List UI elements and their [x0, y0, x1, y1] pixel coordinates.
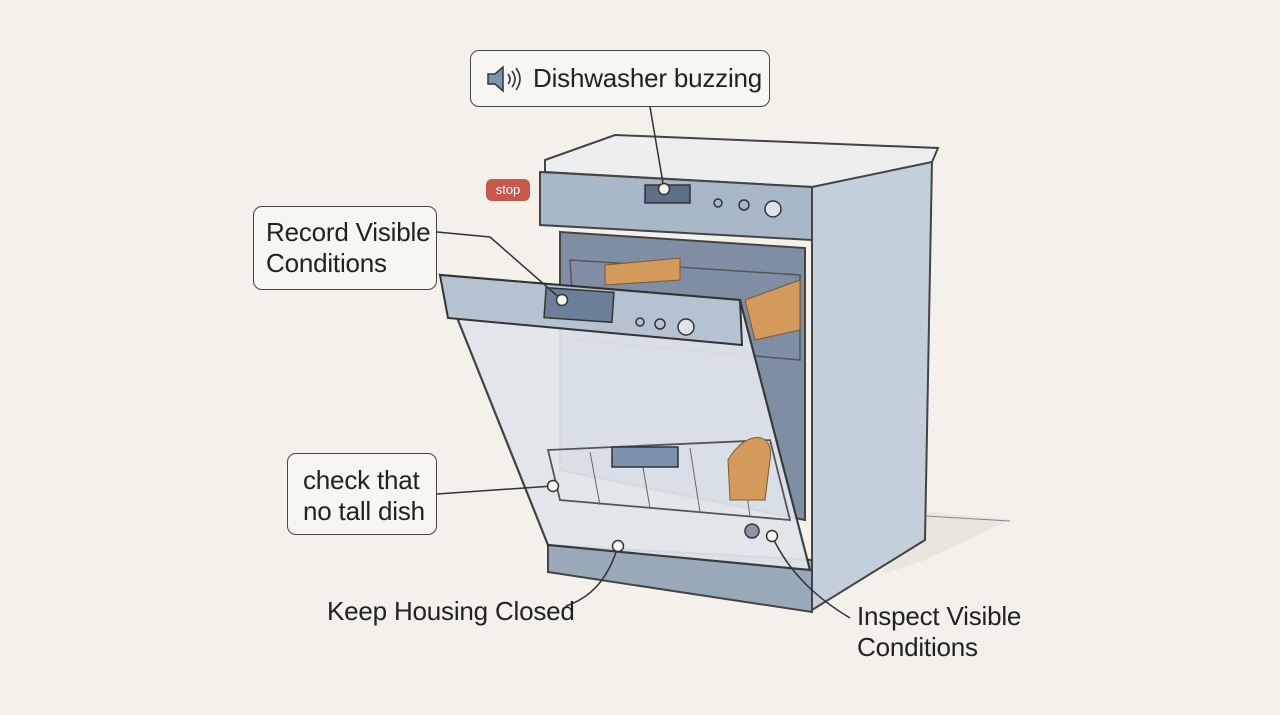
door-knob-2 [654, 318, 666, 330]
cabinet-side [811, 158, 934, 612]
callout-line: Conditions [266, 248, 387, 278]
leader-buzz-dot [657, 182, 671, 196]
upper-dish-1 [604, 257, 681, 286]
callout-dishwasher-buzzing: Dishwasher buzzing [470, 50, 770, 107]
callout-line: Record Visible [266, 217, 431, 247]
floor-shadow [880, 512, 1010, 575]
leader-inspect [771, 535, 851, 619]
door-knob-3 [677, 318, 695, 336]
callout-line: Conditions [857, 632, 978, 662]
callout-line: no tall dish [303, 496, 425, 526]
door-hinge [744, 523, 760, 539]
floor-line [924, 515, 1011, 522]
control-panel [539, 170, 813, 242]
basket-handle [611, 446, 679, 468]
leader-record [436, 231, 563, 301]
callout-line: Inspect Visible [857, 601, 1022, 631]
stop-badge: stop [486, 179, 530, 201]
knob-1 [713, 198, 723, 208]
callout-keep-housing-closed: Keep Housing Closed [327, 596, 575, 627]
lower-dish [727, 437, 771, 501]
callout-inspect-visible-conditions: Inspect Visible Conditions [857, 601, 1021, 663]
knob-3 [764, 200, 782, 218]
leader-record-dot [555, 293, 569, 307]
callout-check-no-tall-dish: check that no tall dish [287, 453, 437, 535]
leader-keep-dot [611, 539, 625, 553]
callout-record-visible-conditions: Record Visible Conditions [253, 206, 437, 290]
callout-line: Keep Housing Closed [327, 596, 575, 626]
leader-inspect-dot [765, 529, 779, 543]
callout-label: Dishwasher buzzing [533, 63, 763, 93]
basket-wire-3 [689, 447, 701, 513]
knob-2 [738, 199, 750, 211]
leader-keep [565, 545, 619, 607]
leader-check [436, 485, 554, 495]
speaker-icon [487, 64, 521, 93]
basket-wire-1 [589, 451, 601, 506]
leader-buzz [649, 106, 665, 190]
leader-check-dot [546, 479, 560, 493]
upper-dish-2 [744, 279, 801, 341]
callout-line: check that [303, 465, 420, 495]
door-knob-1 [635, 317, 645, 327]
